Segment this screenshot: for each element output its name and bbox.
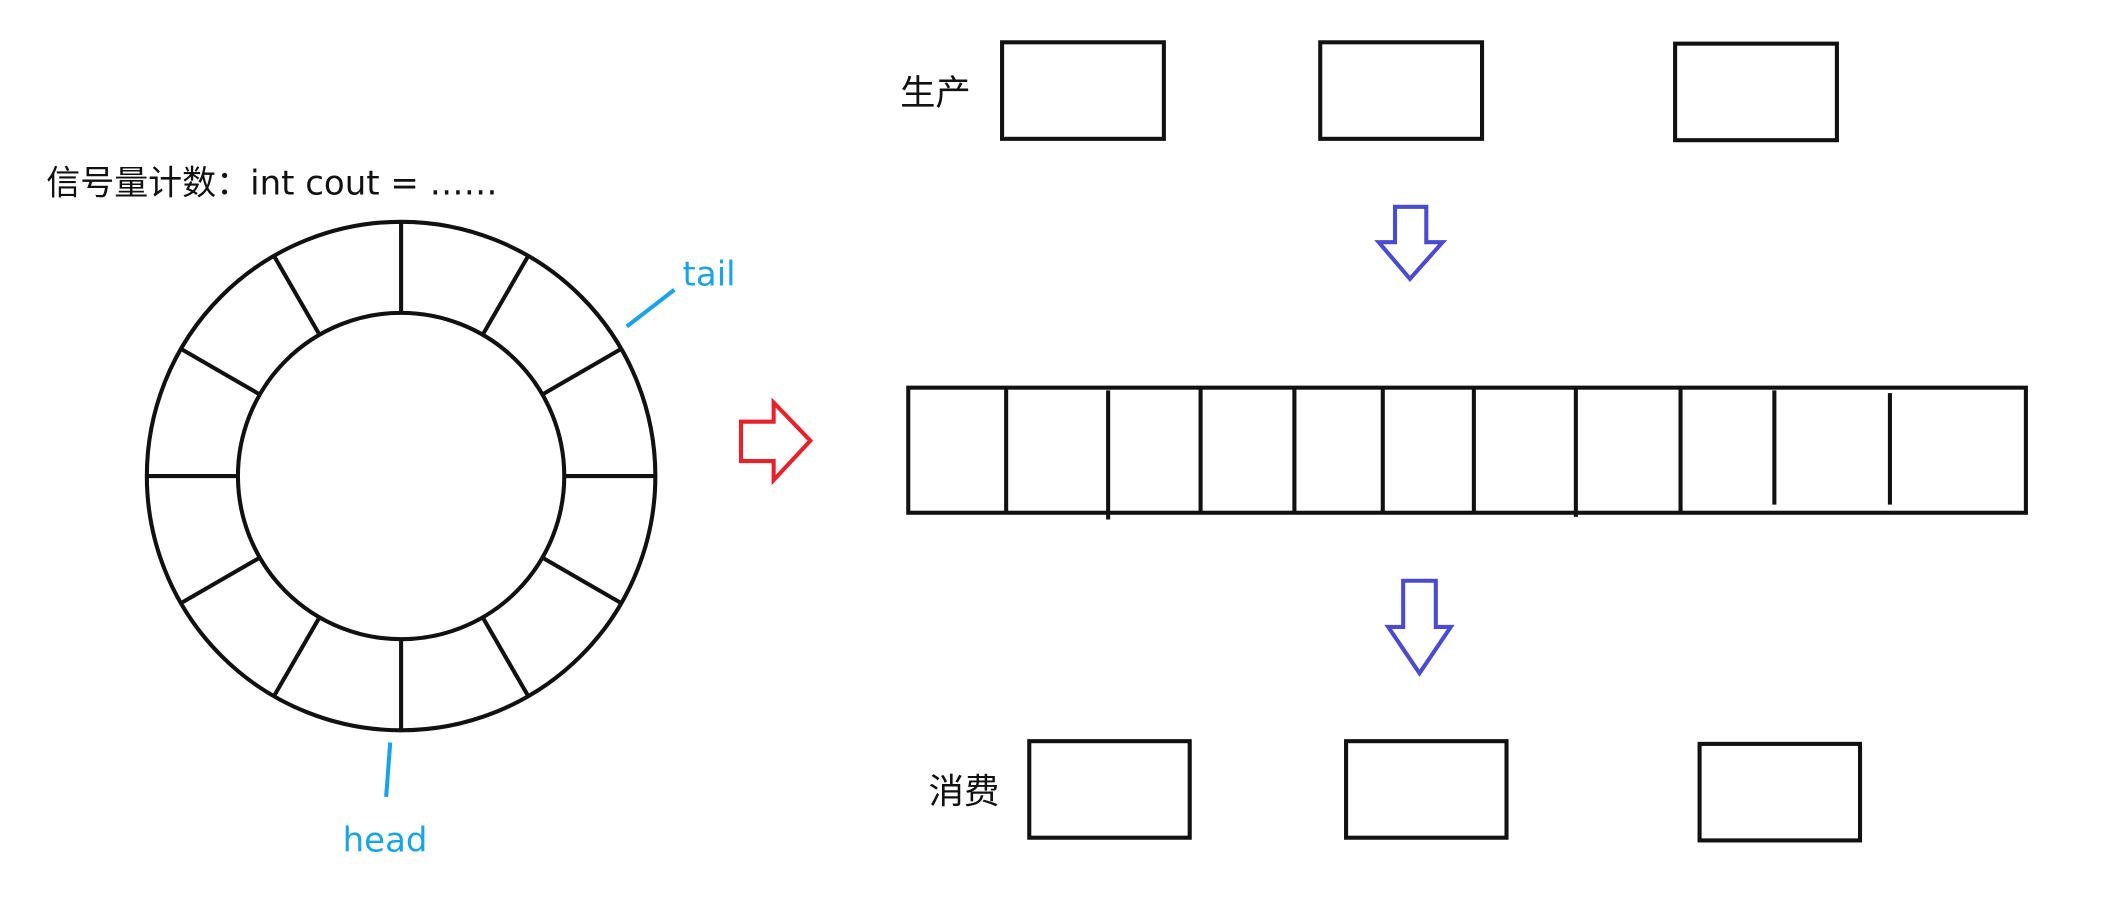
- ring-segment-divider: [272, 254, 322, 336]
- head-pointer-line: [384, 742, 393, 798]
- ring-inner-circle: [235, 310, 567, 642]
- producer-label: 生产: [900, 73, 971, 114]
- produce-down-arrow-icon: [1374, 204, 1448, 282]
- producer-slots: [1000, 40, 1839, 143]
- head-label: head: [343, 820, 428, 860]
- producer-slot: [1673, 41, 1839, 143]
- ring-segment-divider: [272, 616, 322, 698]
- consumer-slot: [1027, 739, 1192, 840]
- ring-segment-divider: [541, 555, 623, 605]
- consumer-label: 消费: [929, 772, 1000, 813]
- linear-buffer: [906, 385, 2028, 520]
- producer-slot: [1318, 40, 1485, 141]
- producer-slot: [1000, 40, 1166, 141]
- ring-segment-divider: [179, 555, 261, 605]
- tail-pointer-line: [625, 288, 676, 329]
- ring-segment-divider: [179, 347, 261, 397]
- ring-segment-divider: [541, 347, 623, 397]
- buffer-outline: [906, 385, 2028, 515]
- consumer-slot: [1344, 739, 1509, 840]
- transform-arrow-icon: [738, 397, 814, 486]
- ring-segment-divider: [480, 616, 530, 698]
- ring-dividers: [146, 221, 656, 731]
- tail-label: tail: [683, 255, 736, 295]
- semaphore-count-label: 信号量计数：int cout = ……: [46, 164, 497, 204]
- consumer-slot: [1697, 741, 1863, 843]
- ring-segment-divider: [480, 254, 530, 336]
- consumer-slots: [1027, 739, 1863, 843]
- consume-down-arrow-icon: [1384, 578, 1455, 677]
- ring-buffer: [144, 219, 658, 733]
